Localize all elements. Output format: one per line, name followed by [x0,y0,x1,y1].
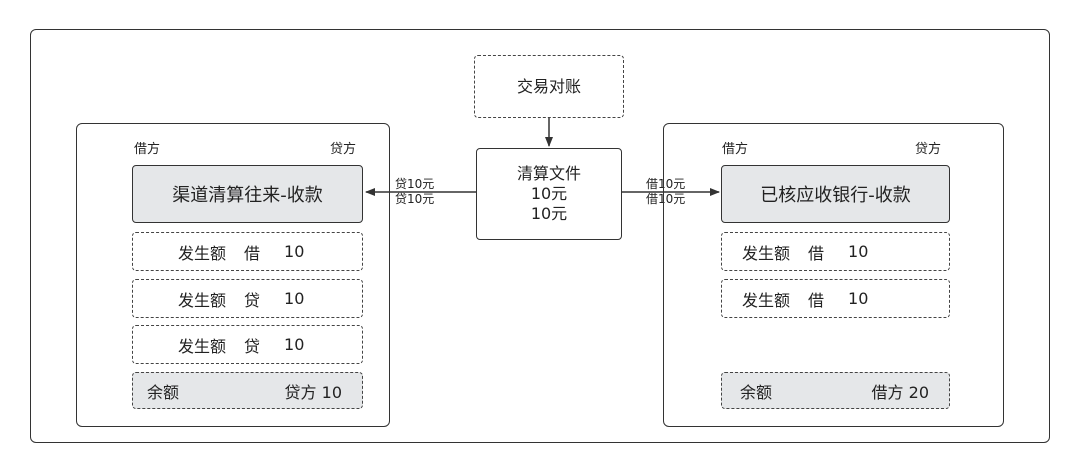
right-balance-value: 借方 20 [871,382,929,402]
left-entry-2-amount: 10 [284,289,305,308]
right-entry-2: 发生额 借 10 [721,279,950,318]
left-balance-value: 贷方 10 [284,382,342,402]
left-arrow-labels: 贷10元 贷10元 [395,177,451,207]
clearing-file-title: 清算文件 [516,164,581,183]
diagram-frame [30,29,1050,443]
left-entry-1: 发生额 借 10 [132,232,363,271]
right-debit-label: 借方 [722,142,749,157]
right-entry-1-side: 借 [808,243,825,263]
right-account-title-text: 已核应收银行-收款 [760,185,911,206]
left-entry-3: 发生额 贷 10 [132,325,363,364]
right-arrow-label-1: 借10元 [646,177,686,191]
right-balance-label: 余额 [740,382,773,402]
right-entry-1: 发生额 借 10 [721,232,950,271]
right-arrow-labels: 借10元 借10元 [646,177,702,207]
right-entry-2-side: 借 [808,290,825,310]
left-account-title: 渠道清算往来-收款 [132,165,363,223]
left-account-panel [76,123,390,427]
clearing-file-box: 清算文件 10元 10元 [476,148,622,240]
right-arrow-label-2: 借10元 [646,192,686,206]
clearing-file-amount-1: 10元 [530,184,568,203]
right-entry-2-amount: 10 [848,289,869,308]
left-debit-label: 借方 [134,142,161,157]
left-entry-1-label: 发生额 [178,243,227,263]
left-entry-1-amount: 10 [284,242,305,261]
left-balance-label: 余额 [147,382,180,402]
left-balance-row: 余额 贷方 10 [132,372,363,409]
left-entry-2: 发生额 贷 10 [132,279,363,318]
right-credit-label: 贷方 [915,142,942,157]
left-entry-2-label: 发生额 [178,290,227,310]
left-entry-1-side: 借 [244,243,261,263]
right-account-panel [663,123,1004,427]
right-balance-row: 余额 借方 20 [721,372,950,409]
right-entry-2-label: 发生额 [742,290,791,310]
left-arrow-label-2: 贷10元 [395,192,435,206]
left-entry-2-side: 贷 [244,290,261,310]
left-entry-3-label: 发生额 [178,336,227,356]
left-entry-3-amount: 10 [284,335,305,354]
clearing-file-amount-2: 10元 [530,204,568,223]
left-arrow-label-1: 贷10元 [395,177,435,191]
right-account-title: 已核应收银行-收款 [721,165,950,223]
right-entry-1-label: 发生额 [742,243,791,263]
left-entry-3-side: 贷 [244,336,261,356]
right-entry-1-amount: 10 [848,242,869,261]
reconciliation-label: 交易对账 [516,76,581,96]
left-account-title-text: 渠道清算往来-收款 [172,185,323,206]
reconciliation-box: 交易对账 [474,55,624,118]
left-credit-label: 贷方 [330,142,357,157]
